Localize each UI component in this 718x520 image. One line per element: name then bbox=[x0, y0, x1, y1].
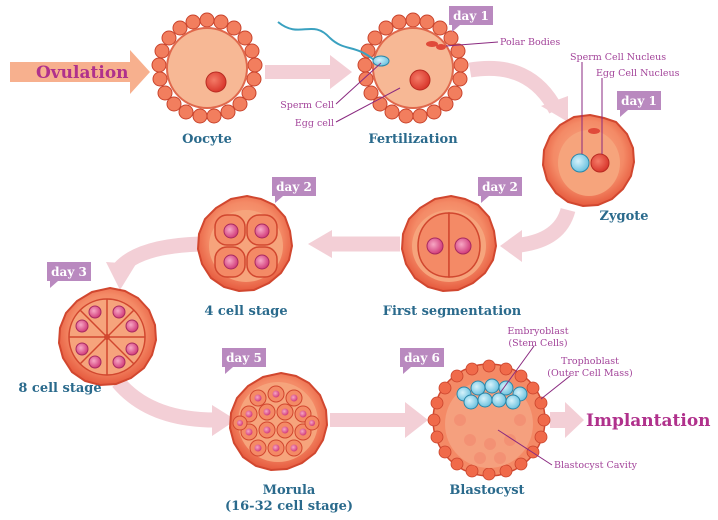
svg-text:day 5: day 5 bbox=[226, 351, 262, 365]
arrow-zygote-to-first-segmentation bbox=[500, 207, 576, 262]
four-cell-stage-cell bbox=[196, 194, 294, 293]
annotation-trophoblast-outer-cell-mass: (Outer Cell Mass) bbox=[547, 368, 632, 379]
annotation-egg-nucleus: Egg Cell Nucleus bbox=[596, 68, 680, 79]
implantation-label: Implantation bbox=[586, 411, 711, 431]
label-morula-cell-count: (16-32 cell stage) bbox=[225, 499, 353, 514]
zygote-leader-lines bbox=[581, 62, 603, 154]
svg-text:day 6: day 6 bbox=[404, 351, 440, 365]
day-badge-zygote: day 1 bbox=[617, 91, 661, 117]
fertilization-leader-lines bbox=[335, 41, 499, 123]
annotation-trophoblast: Trophoblast bbox=[561, 356, 619, 367]
label-blastocyst: Blastocyst bbox=[449, 483, 524, 498]
svg-text:day 2: day 2 bbox=[276, 180, 312, 194]
blastocyst-cell bbox=[427, 359, 551, 481]
label-four-cell-stage: 4 cell stage bbox=[204, 304, 287, 319]
annotation-blastocyst-cavity: Blastocyst Cavity bbox=[554, 460, 638, 471]
label-eight-cell-stage: 8 cell stage bbox=[18, 381, 101, 396]
fertilization-cell bbox=[357, 12, 469, 124]
label-first-segmentation: First segmentation bbox=[383, 304, 522, 319]
label-fertilization: Fertilization bbox=[368, 132, 458, 147]
zygote-cell bbox=[541, 113, 636, 208]
svg-text:day 2: day 2 bbox=[482, 180, 518, 194]
arrow-morula-to-blastocyst bbox=[330, 402, 428, 438]
annotation-embryoblast: Embryoblast bbox=[507, 326, 568, 337]
day-badge-blastocyst: day 6 bbox=[400, 348, 444, 374]
annotation-polar-bodies: Polar Bodies bbox=[500, 37, 560, 48]
label-morula: Morula bbox=[263, 483, 316, 498]
ovulation-label: Ovulation bbox=[36, 63, 129, 83]
blastocyst-leader-lines bbox=[497, 345, 571, 466]
arrow-first-segmentation-to-4-cell bbox=[308, 230, 400, 258]
arrow-4-cell-to-8-cell bbox=[106, 236, 201, 290]
day-badge-first-segmentation: day 2 bbox=[478, 177, 522, 203]
day-badge-fertilization: day 1 bbox=[449, 6, 493, 32]
arrow-oocyte-to-fertilization bbox=[265, 55, 352, 89]
morula-cell bbox=[228, 371, 329, 472]
label-zygote: Zygote bbox=[599, 209, 648, 224]
annotation-egg-cell: Egg cell bbox=[295, 118, 334, 129]
implantation-arrow bbox=[550, 402, 584, 438]
sperm-cell bbox=[277, 21, 390, 67]
oocyte-cell bbox=[151, 12, 263, 124]
annotation-embryoblast-stem-cells: (Stem Cells) bbox=[508, 338, 567, 349]
eight-cell-stage-cell bbox=[57, 286, 158, 387]
ovulation-arrow bbox=[10, 50, 150, 94]
label-oocyte: Oocyte bbox=[182, 132, 232, 147]
first-segmentation-cell bbox=[400, 194, 498, 293]
arrow-fertilization-to-zygote bbox=[468, 60, 568, 122]
arrow-8-cell-to-morula bbox=[112, 376, 236, 436]
svg-text:day 3: day 3 bbox=[51, 265, 87, 279]
annotation-sperm-nucleus: Sperm Cell Nucleus bbox=[570, 52, 666, 63]
day-badge-morula: day 5 bbox=[222, 348, 266, 374]
svg-text:day 1: day 1 bbox=[453, 9, 489, 23]
day-badge-four-cell: day 2 bbox=[272, 177, 316, 203]
day-badge-eight-cell: day 3 bbox=[47, 262, 91, 288]
annotation-sperm-cell: Sperm Cell bbox=[280, 100, 334, 111]
svg-text:day 1: day 1 bbox=[621, 94, 657, 108]
